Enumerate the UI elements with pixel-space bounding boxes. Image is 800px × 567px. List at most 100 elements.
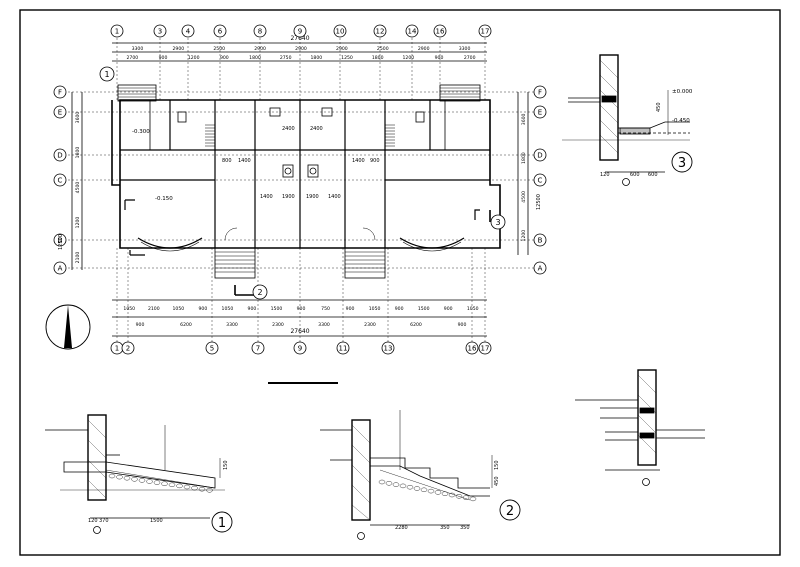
- plan-section-marker-1: 1: [99, 66, 115, 82]
- interior-dim-1: 800: [222, 158, 232, 164]
- top-dim-a-6: 2500: [377, 46, 389, 52]
- svg-text:9: 9: [298, 28, 302, 36]
- top-dim-a-1: 2900: [172, 46, 184, 52]
- svg-text:1: 1: [104, 70, 109, 79]
- floor-plan: 27640 27640: [60, 35, 540, 345]
- interior-dim-3: 1400: [352, 158, 365, 164]
- interior-dim-7: 1900: [306, 194, 319, 200]
- bottom-dim-b-6: 6200: [410, 322, 422, 328]
- interior-dim-6: 1900: [282, 194, 295, 200]
- level-room-left: -0.300: [132, 129, 150, 135]
- grid-bubble-right-B: B: [533, 233, 547, 247]
- svg-text:16: 16: [436, 28, 445, 36]
- svg-text:A: A: [538, 265, 543, 273]
- svg-text:16: 16: [468, 345, 477, 353]
- plan-section-marker-2: 2: [252, 284, 268, 300]
- grid-bubble-top-8: 8: [253, 24, 267, 38]
- top-dim-b-9: 1200: [402, 55, 414, 61]
- svg-text:B: B: [58, 237, 63, 245]
- d3-dim-3: 600: [648, 172, 658, 178]
- svg-text:B: B: [538, 237, 543, 245]
- grid-bubble-left-F: F: [53, 85, 67, 99]
- top-dim-a-7: 2900: [418, 46, 430, 52]
- bottom-dim-b-4: 3300: [318, 322, 330, 328]
- svg-text:17: 17: [481, 28, 490, 36]
- svg-text:5: 5: [210, 345, 214, 353]
- svg-text:7: 7: [256, 345, 260, 353]
- grid-bubble-bottom-5: 5: [205, 341, 219, 355]
- svg-text:9: 9: [298, 345, 302, 353]
- top-dim-b-8: 1800: [372, 55, 384, 61]
- d3-dim-2: 600: [630, 172, 640, 178]
- top-dim-a-8: 3300: [459, 46, 471, 52]
- svg-text:E: E: [538, 109, 542, 117]
- bottom-dim-a-7: 900: [297, 306, 306, 312]
- svg-text:3: 3: [158, 28, 162, 36]
- bottom-dim-b-7: 900: [458, 322, 467, 328]
- left-dim-1: 1800: [75, 147, 81, 159]
- left-dim-2: 4500: [75, 182, 81, 194]
- bottom-dim-a-9: 900: [346, 306, 355, 312]
- left-dim-3: 1200: [75, 217, 81, 229]
- top-dim-b-5: 2750: [280, 55, 292, 61]
- bottom-dim-b-3: 2300: [272, 322, 284, 328]
- section-detail-2: [320, 410, 493, 540]
- d1-dim-4: 150: [223, 460, 229, 470]
- grid-bubble-right-E: E: [533, 105, 547, 119]
- svg-text:A: A: [58, 265, 63, 273]
- d1-dim-1: 1500: [150, 518, 163, 524]
- side-total-right: 12500: [536, 194, 542, 210]
- bottom-dim-a-13: 900: [444, 306, 453, 312]
- grid-bubble-top-4: 4: [181, 24, 195, 38]
- svg-text:2: 2: [257, 288, 262, 297]
- svg-text:F: F: [538, 89, 542, 97]
- svg-text:D: D: [57, 152, 62, 160]
- top-dim-b-11: 2700: [464, 55, 476, 61]
- bottom-dim-a-5: 900: [248, 306, 257, 312]
- d1-dim-2: 120: [88, 518, 98, 524]
- top-dim-b-7: 1250: [341, 55, 353, 61]
- grid-bubble-top-1: 1: [110, 24, 124, 38]
- grid-bubble-top-3: 3: [153, 24, 167, 38]
- grid-bubble-bottom-9: 9: [293, 341, 307, 355]
- grid-bubble-right-D: D: [533, 148, 547, 162]
- bottom-dim-a-1: 2100: [148, 306, 160, 312]
- section-detail-4: [575, 369, 705, 486]
- d2-dim-1: 2280: [395, 525, 408, 531]
- grid-bubble-left-D: D: [53, 148, 67, 162]
- center-dim-1: 2400: [282, 126, 295, 132]
- sheet-border: [19, 9, 781, 556]
- top-dim-b-2: 1200: [188, 55, 200, 61]
- top-dim-b-3: 900: [220, 55, 229, 61]
- svg-text:14: 14: [408, 28, 417, 36]
- svg-text:3: 3: [678, 156, 686, 171]
- interior-dim-8: 1400: [328, 194, 341, 200]
- top-dim-b-0: 2700: [126, 55, 138, 61]
- svg-text:D: D: [537, 152, 542, 160]
- grid-bubble-bottom-16: 16: [465, 341, 479, 355]
- d1-dim-3: 370: [99, 518, 109, 524]
- svg-text:1: 1: [115, 28, 119, 36]
- grid-bubble-left-B: B: [53, 233, 67, 247]
- d2-dim-3: 350: [460, 525, 470, 531]
- top-dim-a-0: 3300: [132, 46, 144, 52]
- top-dim-a-5: 2900: [336, 46, 348, 52]
- left-dim-0: 3600: [75, 112, 81, 124]
- side-total-left: 12500: [58, 234, 64, 250]
- grid-bubble-top-6: 6: [213, 24, 227, 38]
- svg-text:17: 17: [481, 345, 490, 353]
- top-dim-b-1: 900: [159, 55, 168, 61]
- svg-text:1: 1: [115, 345, 119, 353]
- top-dim-a-3: 2900: [254, 46, 266, 52]
- right-dim-1: 1800: [521, 152, 527, 164]
- d3-dim-1: 450: [656, 102, 662, 112]
- grid-bubble-bottom-11: 11: [336, 341, 350, 355]
- detail-label-1: 1: [211, 511, 233, 533]
- level-living-left: -0.150: [155, 196, 173, 202]
- svg-text:13: 13: [384, 345, 393, 353]
- grid-bubble-top-9: 9: [293, 24, 307, 38]
- svg-text:E: E: [58, 109, 62, 117]
